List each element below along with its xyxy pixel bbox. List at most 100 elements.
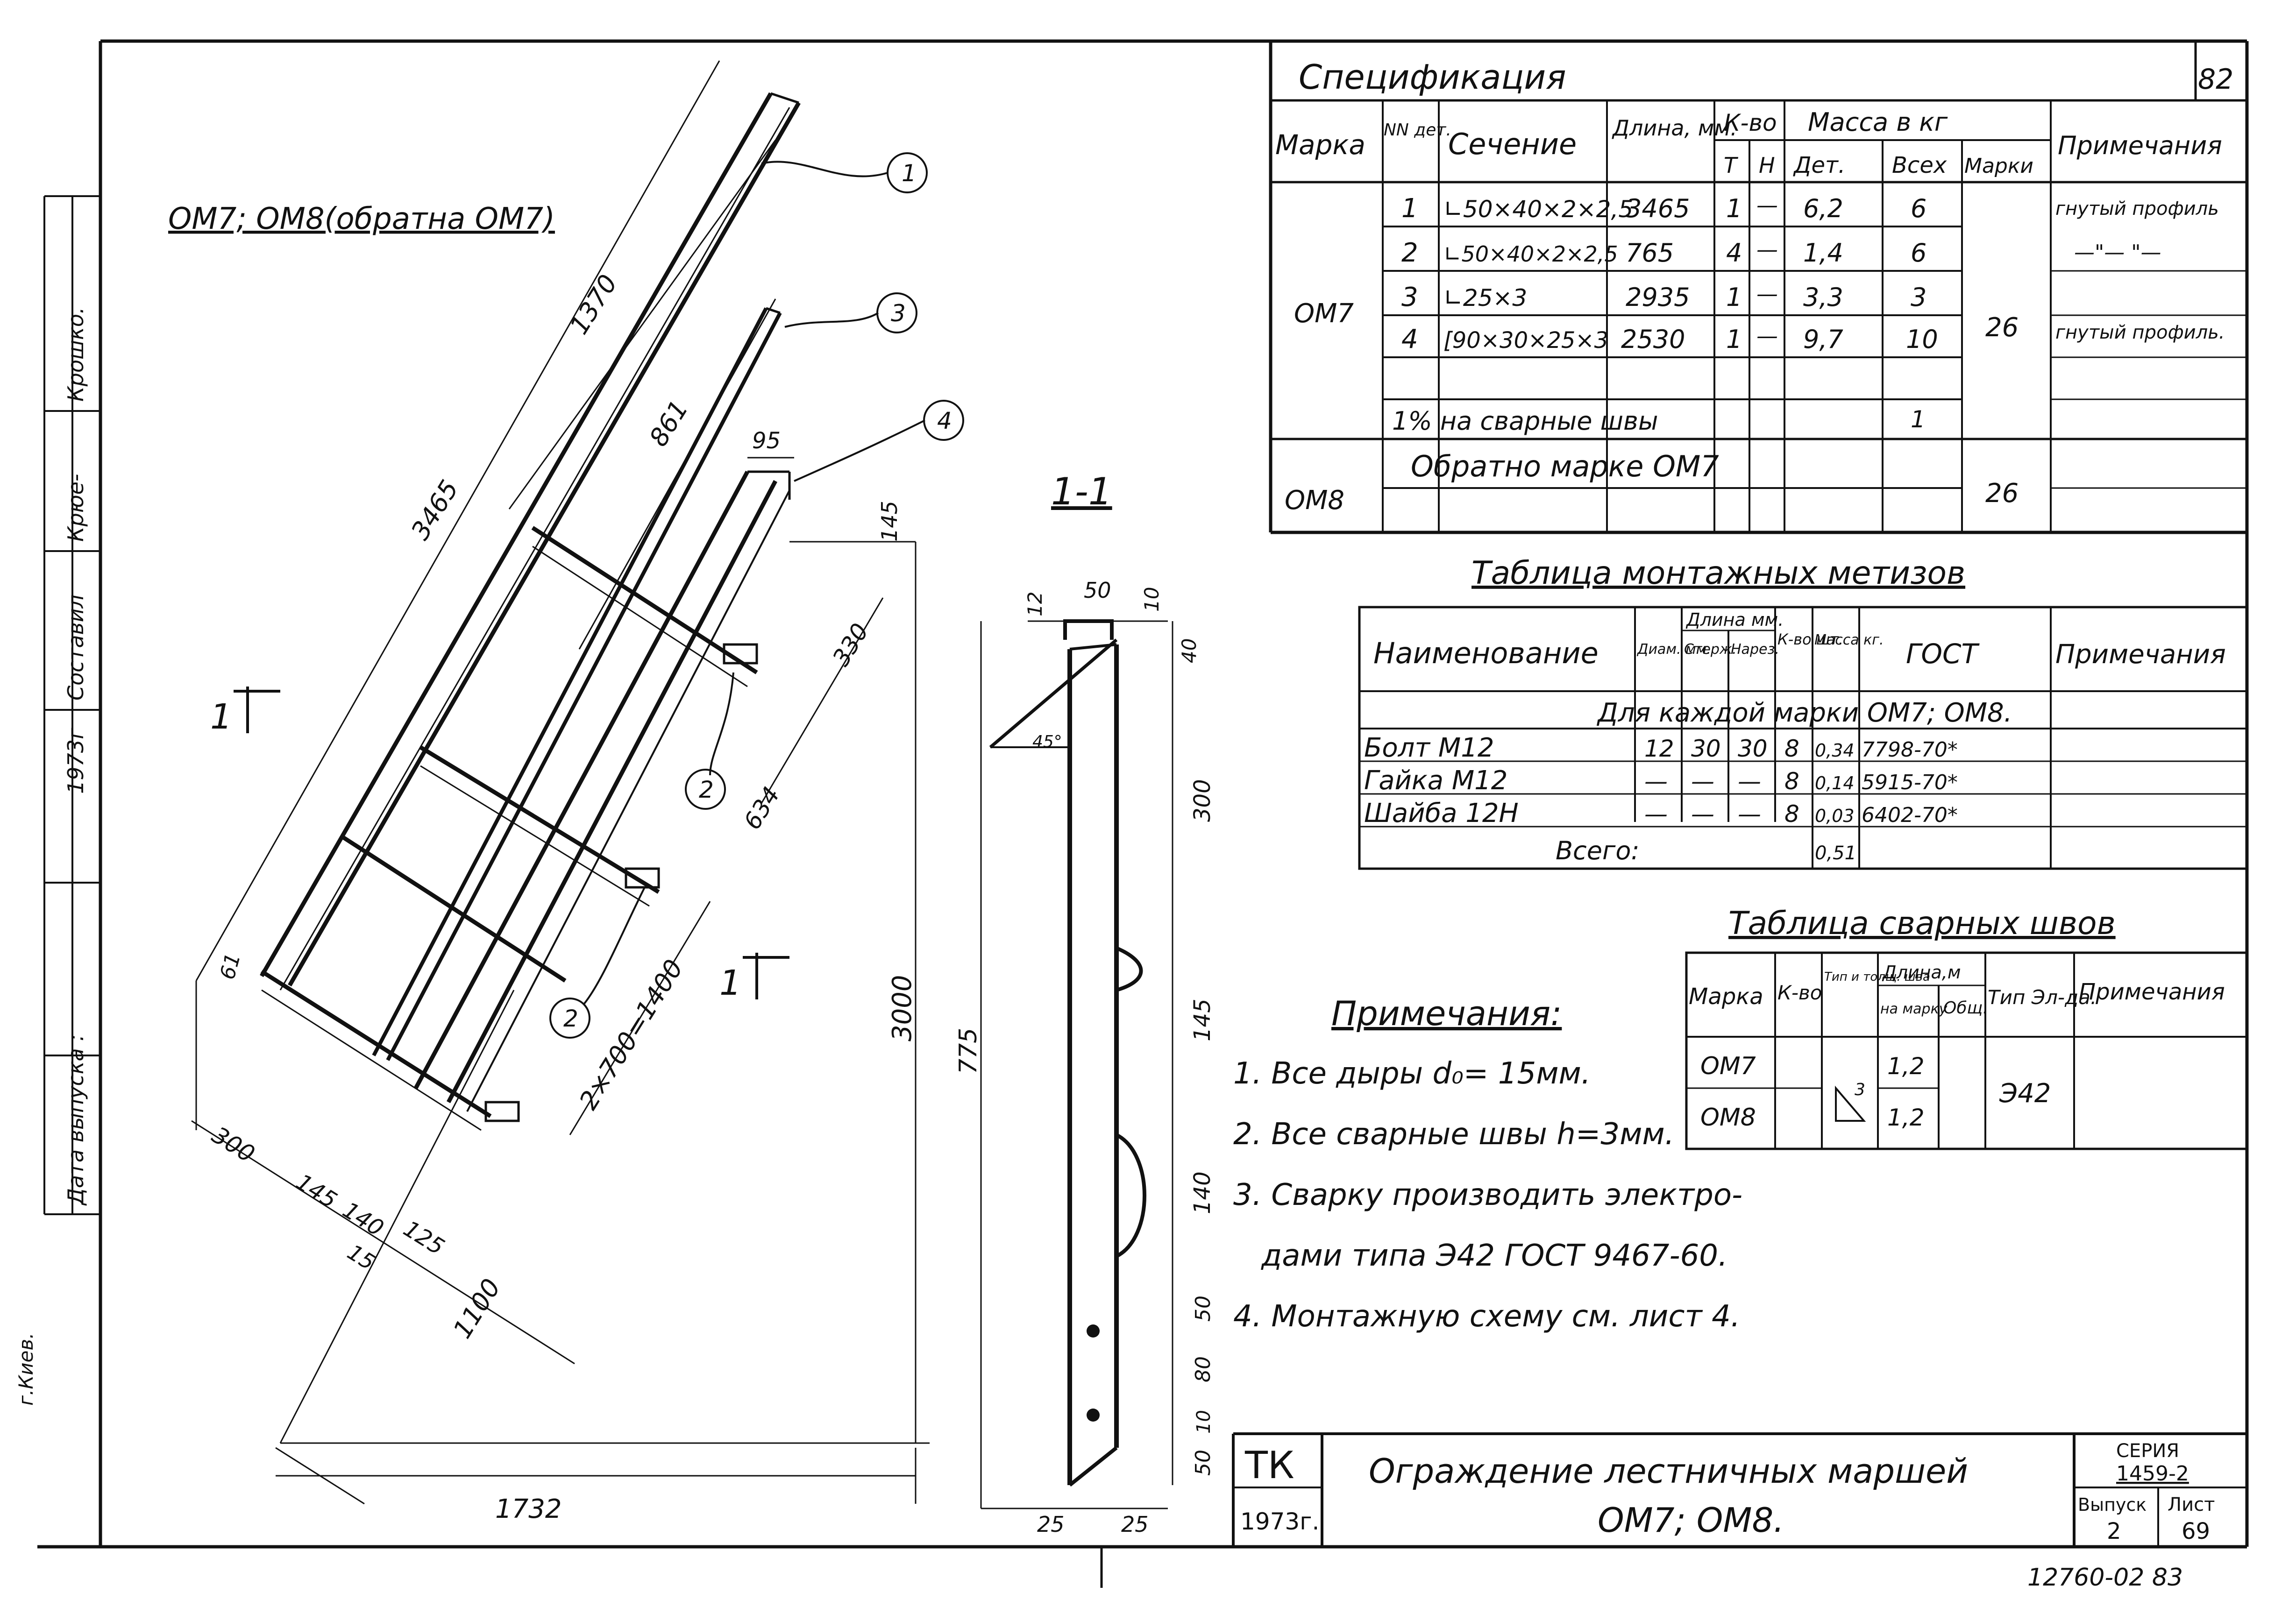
weld-symbol-icon — [1835, 1085, 1866, 1122]
hardware-group: Для каждой марки ОМ7; ОМ8. — [1596, 698, 2012, 728]
svg-text:9,7: 9,7 — [1803, 325, 1843, 354]
svg-text:—: — — [1756, 281, 1778, 306]
callout-4: 4 — [794, 400, 964, 482]
hardware-row-2: Гайка М12 — — — 8 0,14 5915-70* — [1364, 765, 1958, 796]
main-view-title: ОМ7; ОМ8(обратна ОМ7) — [168, 202, 555, 236]
spec-h-length: Длина, мм. — [1612, 115, 1737, 141]
spec-row-4: 4 [90×30×25×3 2530 1 — 9,7 10 гнутый про… — [1401, 322, 2225, 354]
svg-text:775: 775 — [954, 1028, 982, 1074]
hardware-row-1: Болт М12 12 30 30 8 0,34 7798-70* — [1364, 733, 1958, 763]
svg-text:25: 25 — [1121, 1512, 1149, 1537]
dim-145: 145 — [877, 501, 902, 542]
svg-text:на марку: на марку — [1880, 1001, 1948, 1017]
svg-text:10: 10 — [1193, 1410, 1215, 1434]
svg-text:1,4: 1,4 — [1803, 238, 1843, 268]
svg-text:—"— "—: —"— "— — [2074, 241, 2161, 264]
welds-title: Таблица сварных швов — [1728, 905, 2116, 942]
stamp-field-5: Дата выпуска : — [63, 1034, 88, 1206]
dim-95: 95 — [752, 428, 781, 454]
dim-300: 300 — [207, 1121, 260, 1168]
spec-om7-mass: 26 — [1985, 312, 2019, 343]
spec-row-2: 2 ∟50×40×2×2,5 765 4 — 1,4 6 —"— "— — [1401, 237, 2161, 268]
svg-text:Гайка М12: Гайка М12 — [1364, 765, 1507, 796]
svg-text:25: 25 — [1037, 1512, 1065, 1537]
svg-text:4: 4 — [937, 407, 952, 434]
svg-text:—: — — [1644, 800, 1668, 828]
section-view-title: 1-1 — [1051, 470, 1112, 513]
svg-text:∟25×3: ∟25×3 — [1443, 284, 1527, 312]
svg-text:1: 1 — [719, 963, 741, 1003]
section-mark-upper: 1 — [210, 687, 280, 737]
svg-text:1: 1 — [210, 697, 232, 737]
svg-text:—: — — [1691, 768, 1714, 795]
welds-table: Таблица сварных швов Марка К-во Тип и то… — [1685, 905, 2248, 1150]
side-stamp: Крошко. Крюе- Составил 1973г Дата выпуск… — [14, 195, 100, 1406]
hardware-total-label: Всего: — [1556, 836, 1640, 865]
spec-h-n: Н — [1759, 153, 1775, 178]
svg-text:Диам. мм.: Диам. мм. — [1636, 641, 1711, 658]
svg-text:—: — — [1738, 768, 1761, 795]
dim-140: 140 — [338, 1197, 388, 1242]
svg-text:1: 1 — [902, 160, 917, 187]
svg-text:6: 6 — [1911, 194, 1926, 223]
svg-text:—: — — [1738, 800, 1761, 828]
spec-h-mark-mass: Марки — [1964, 154, 2033, 178]
svg-text:1: 1 — [1401, 193, 1418, 224]
svg-text:8: 8 — [1784, 768, 1799, 795]
svg-text:12: 12 — [1644, 735, 1674, 762]
svg-text:—: — — [1756, 237, 1778, 262]
dim-145b: 145 — [291, 1169, 341, 1214]
svg-text:2: 2 — [699, 776, 714, 803]
svg-text:3: 3 — [891, 300, 906, 327]
spec-om8: ОМ8 — [1285, 485, 1344, 516]
dim-861: 861 — [644, 395, 694, 452]
svg-text:6,2: 6,2 — [1803, 194, 1843, 223]
spec-h-mass: Масса в кг — [1808, 107, 1948, 137]
svg-text:50: 50 — [1191, 1296, 1215, 1322]
svg-text:—: — — [1756, 192, 1778, 218]
svg-text:Тип и толщ. шва: Тип и толщ. шва — [1824, 970, 1930, 984]
svg-text:гнутый профиль: гнутый профиль — [2055, 198, 2219, 219]
svg-text:4: 4 — [1401, 324, 1418, 354]
drawing-title-1: Ограждение лестничных маршей — [1369, 1451, 1968, 1491]
svg-text:3: 3 — [1911, 283, 1926, 312]
section-view: 1-1 12 50 10 40 300 145 140 50 80 10 50 … — [954, 470, 1216, 1537]
org-year: 1973г. — [1240, 1508, 1319, 1535]
stamp-field-1: Крошко. — [63, 307, 88, 402]
posts — [260, 526, 758, 1131]
spec-h-section: Сечение — [1448, 127, 1577, 161]
spec-h-all: Всех — [1892, 152, 1947, 178]
svg-text:Длина мм.: Длина мм. — [1685, 609, 1784, 630]
note-3-cont: дами типа Э42 ГОСТ 9467-60. — [1261, 1239, 1727, 1273]
series-label: СЕРИЯ — [2116, 1440, 2179, 1462]
title-block: ТК 1973г. Ограждение лестничных маршей О… — [1232, 1432, 2247, 1547]
welds-row-1-mark: ОМ7 — [1700, 1052, 1756, 1080]
main-view-dimensions: 3465 1370 861 95 145 330 634 2×700=1400 … — [191, 60, 930, 1524]
stamp-field-4: 1973г — [63, 728, 88, 794]
svg-text:Стерж.: Стерж. — [1684, 641, 1737, 658]
svg-text:2530: 2530 — [1621, 325, 1685, 354]
sheet-number: 82 — [2198, 63, 2233, 96]
svg-text:Марка: Марка — [1689, 984, 1763, 1010]
welds-row-2-mark: ОМ8 — [1700, 1104, 1756, 1132]
svg-text:140: 140 — [1189, 1171, 1216, 1214]
welds-electrode: Э42 — [1999, 1078, 2051, 1109]
main-view: ОМ7; ОМ8(обратна ОМ7) — [168, 60, 964, 1524]
svg-text:50: 50 — [1191, 1450, 1215, 1476]
svg-text:Болт М12: Болт М12 — [1364, 733, 1494, 763]
svg-text:0,34: 0,34 — [1815, 740, 1855, 761]
archive-number: 12760-02 83 — [2027, 1564, 2183, 1592]
svg-text:765: 765 — [1626, 238, 1674, 268]
svg-text:К-во: К-во — [1777, 981, 1822, 1004]
svg-text:Шайба 12Н: Шайба 12Н — [1364, 798, 1519, 828]
svg-text:8: 8 — [1784, 735, 1799, 762]
spec-om7: ОМ7 — [1294, 298, 1354, 329]
svg-text:3465: 3465 — [1626, 194, 1690, 223]
svg-text:Нарез.: Нарез. — [1731, 641, 1779, 658]
svg-text:45°: 45° — [1032, 732, 1062, 751]
dim-15: 15 — [343, 1239, 379, 1275]
svg-text:0,14: 0,14 — [1815, 773, 1855, 793]
svg-text:300: 300 — [1189, 779, 1216, 822]
stamp-field-3: Составил — [63, 595, 88, 701]
svg-text:30: 30 — [1691, 735, 1721, 762]
